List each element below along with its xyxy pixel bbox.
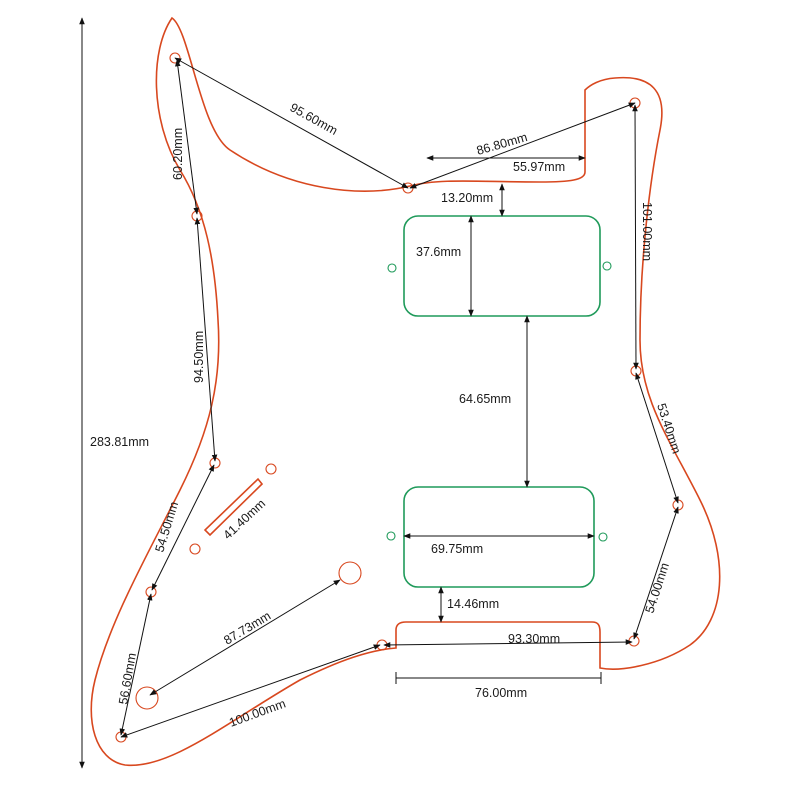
label-neck-gap: 13.20mm bbox=[441, 191, 493, 205]
label-cutout-width: 76.00mm bbox=[475, 686, 527, 700]
dim-line-upper-right bbox=[409, 102, 636, 189]
label-bridge-gap: 14.46mm bbox=[447, 597, 499, 611]
label-left-vertical: 94.50mm bbox=[192, 331, 206, 383]
bridge-pickup-left-hole bbox=[386, 531, 396, 541]
dim-line-bottom-diag bbox=[120, 644, 381, 738]
bridge-pickup-right-hole bbox=[598, 532, 608, 542]
neck-pickup-outline bbox=[403, 215, 601, 317]
neck-pickup-right-hole bbox=[602, 261, 612, 271]
label-jack-diag: 87.73mm bbox=[221, 609, 273, 648]
label-right-bottom: 54.00mm bbox=[643, 561, 672, 615]
label-top-left-vertical: 60.20mm bbox=[171, 128, 185, 180]
label-neck-pickup-height: 37.6mm bbox=[416, 245, 461, 259]
neck-pickup-left-hole bbox=[387, 263, 397, 273]
label-pickup-spacing: 64.65mm bbox=[459, 392, 511, 406]
dim-line-right-vertical bbox=[632, 104, 639, 370]
label-bottom-diag: 100.00mm bbox=[227, 696, 287, 729]
dim-line-left-lower bbox=[151, 464, 215, 591]
dim-line-right-lower bbox=[635, 372, 679, 504]
control-hole-lower bbox=[135, 686, 159, 710]
label-upper-notch: 55.97mm bbox=[513, 160, 565, 174]
label-right-lower: 53.40mm bbox=[654, 402, 683, 456]
pickguard-outline bbox=[90, 16, 721, 767]
dimension-labels: 283.81mm 95.60mm 60.20mm 86.80mm 55.97mm… bbox=[90, 100, 684, 729]
label-bottom-span: 93.30mm bbox=[508, 632, 560, 646]
screw-holes bbox=[115, 52, 684, 743]
bridge-pickup-outline bbox=[403, 486, 595, 588]
dim-line-right-bottom bbox=[633, 506, 679, 640]
dim-line-bottom-span bbox=[383, 639, 633, 648]
control-hole-upper bbox=[338, 561, 362, 585]
label-switch-slot: 41.40mm bbox=[220, 496, 268, 542]
dim-line-top-left-to-mid bbox=[174, 57, 409, 189]
dim-line-left-vertical bbox=[194, 217, 218, 462]
label-left-lower: 54.50mm bbox=[152, 500, 181, 554]
switch-hole-bottom bbox=[189, 543, 201, 555]
dim-line-top-left-vertical bbox=[175, 59, 199, 215]
switch-hole-top bbox=[265, 463, 277, 475]
dimension-lines bbox=[79, 17, 679, 769]
label-right-vertical: 101.00mm bbox=[640, 202, 654, 261]
label-top-left-to-mid: 95.60mm bbox=[288, 100, 340, 138]
label-bridge-pickup-width: 69.75mm bbox=[431, 542, 483, 556]
label-overall-height: 283.81mm bbox=[90, 435, 149, 449]
